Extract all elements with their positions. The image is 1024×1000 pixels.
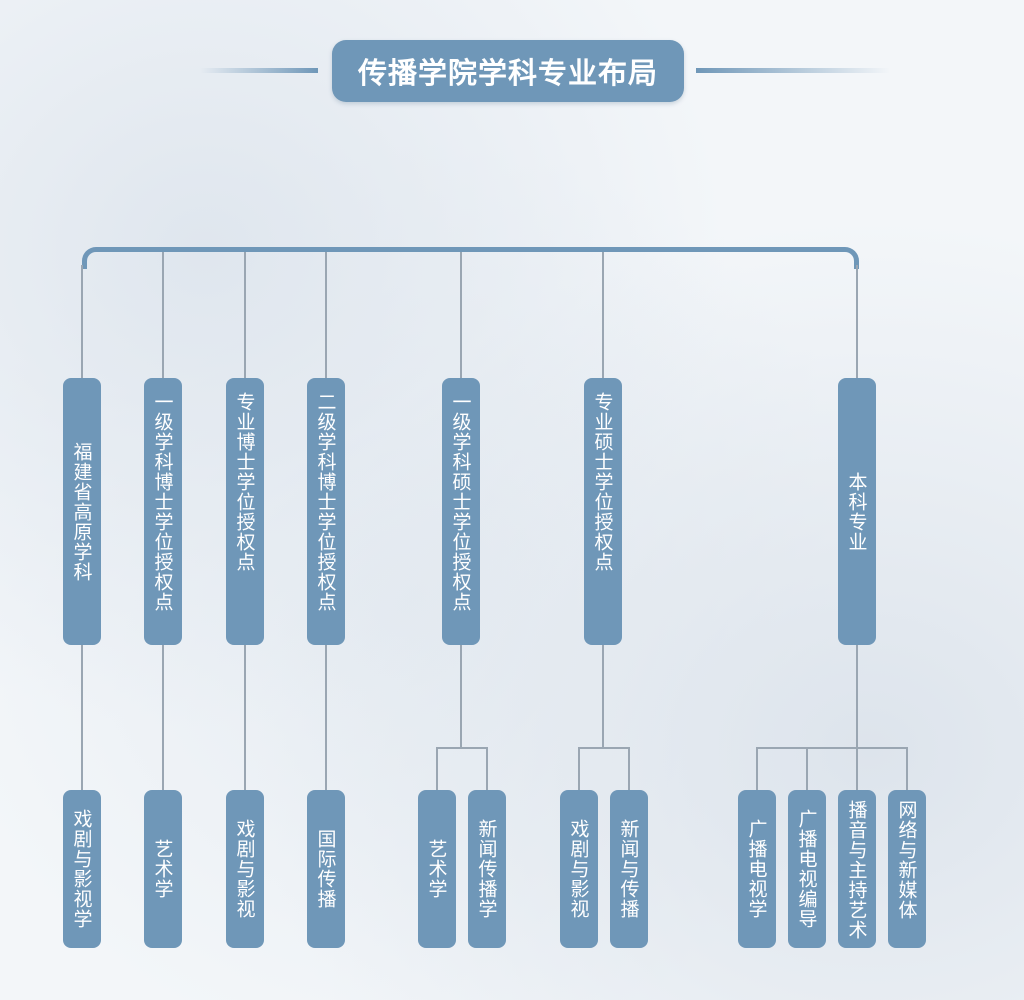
connector [906, 747, 908, 790]
program-label: 网络与新媒体 [895, 800, 918, 920]
program-label: 新闻与传播 [617, 819, 640, 919]
program-label: 戏剧与影视 [567, 819, 590, 919]
program-node: 戏剧与影视 [560, 790, 598, 948]
program-node: 播音与主持艺术 [838, 790, 876, 948]
program-node: 网络与新媒体 [888, 790, 926, 948]
connector [460, 252, 462, 378]
program-label: 新闻传播学 [475, 819, 498, 919]
program-node: 戏剧与影视学 [63, 790, 101, 948]
title-right-rule [696, 68, 890, 73]
category-node: 福建省高原学科 [63, 378, 101, 645]
connector [436, 747, 438, 790]
connector [81, 645, 83, 790]
program-node: 新闻与传播 [610, 790, 648, 948]
category-label: 一级学科硕士学位授权点 [449, 392, 472, 612]
program-node: 广播电视学 [738, 790, 776, 948]
category-label: 福建省高原学科 [70, 441, 93, 582]
category-label: 一级学科博士学位授权点 [151, 392, 174, 612]
connector [325, 645, 327, 790]
connector [578, 747, 580, 790]
title-text: 传播学院学科专业布局 [357, 56, 658, 90]
connector [162, 645, 164, 790]
category-node: 一级学科硕士学位授权点 [442, 378, 480, 645]
program-label: 艺术学 [425, 839, 448, 899]
program-label: 广播电视编导 [795, 809, 818, 929]
connector [578, 747, 630, 749]
connector [325, 252, 327, 378]
category-node: 二级学科博士学位授权点 [307, 378, 345, 645]
connector [856, 265, 858, 378]
category-node: 专业博士学位授权点 [226, 378, 264, 645]
program-label: 广播电视学 [745, 819, 768, 919]
program-node: 国际传播 [307, 790, 345, 948]
top-connector-bar [82, 247, 859, 269]
program-label: 戏剧与影视学 [70, 809, 93, 929]
category-label: 专业硕士学位授权点 [591, 392, 614, 572]
program-node: 艺术学 [418, 790, 456, 948]
program-node: 广播电视编导 [788, 790, 826, 948]
connector [486, 747, 488, 790]
program-label: 播音与主持艺术 [845, 800, 868, 940]
program-node: 戏剧与影视 [226, 790, 264, 948]
connector [244, 252, 246, 378]
category-node: 一级学科博士学位授权点 [144, 378, 182, 645]
connector [460, 645, 462, 748]
program-label: 国际传播 [314, 829, 337, 909]
program-label: 艺术学 [151, 839, 174, 899]
connector [756, 747, 758, 790]
category-label: 专业博士学位授权点 [233, 392, 256, 572]
program-node: 艺术学 [144, 790, 182, 948]
connector [856, 645, 858, 790]
program-node: 新闻传播学 [468, 790, 506, 948]
connector [162, 252, 164, 378]
connector [756, 747, 908, 749]
diagram-title: 传播学院学科专业布局 [332, 40, 684, 102]
category-node: 本科专业 [838, 378, 876, 645]
connector [602, 645, 604, 748]
category-label: 本科专业 [845, 471, 868, 552]
category-node: 专业硕士学位授权点 [584, 378, 622, 645]
connector [602, 252, 604, 378]
connector [806, 747, 808, 790]
connector [81, 265, 83, 378]
connector [436, 747, 488, 749]
connector [244, 645, 246, 790]
program-label: 戏剧与影视 [233, 819, 256, 919]
category-label: 二级学科博士学位授权点 [314, 392, 337, 612]
connector [628, 747, 630, 790]
title-left-rule [200, 68, 318, 73]
